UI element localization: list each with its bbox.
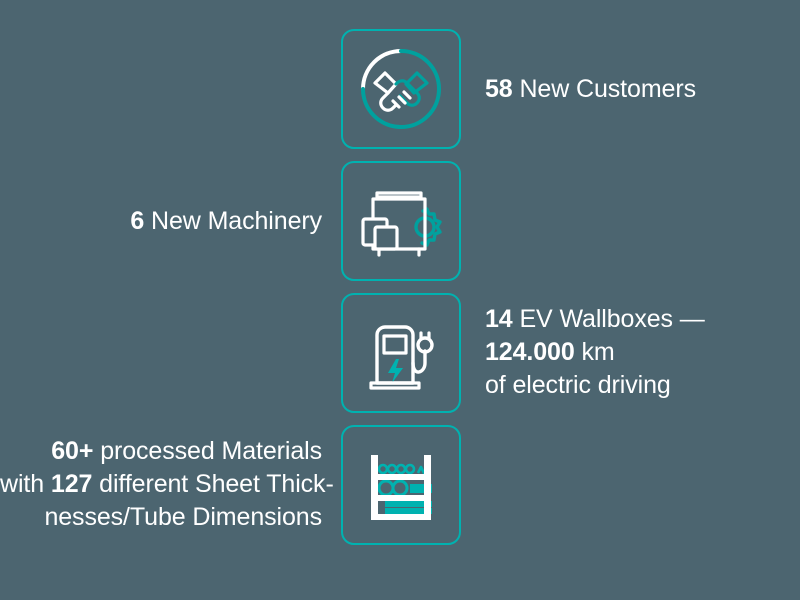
stat-row-new-customers: 58 New Customers xyxy=(0,25,800,153)
stat-number: 58 xyxy=(485,75,513,103)
stat-row-processed-materials: 60+ processed Materials with 127 differe… xyxy=(0,421,800,549)
stat-text-new-machinery: 6 New Machinery xyxy=(0,205,322,238)
ev-charging-station-icon xyxy=(369,325,434,390)
stat-label: New Machinery xyxy=(144,207,322,235)
stat-label: of electric driving xyxy=(485,371,671,399)
stat-number: 127 xyxy=(50,470,93,498)
icon-tile-ev-charger xyxy=(341,293,461,413)
handshake-icon xyxy=(361,49,442,130)
stat-text-processed-materials: 60+ processed Materials with 127 differe… xyxy=(0,435,334,534)
stat-label: km xyxy=(574,338,615,366)
stat-row-new-machinery: 6 New Machinery xyxy=(0,157,800,285)
material-rack-icon xyxy=(371,455,432,520)
stat-label: New Customers xyxy=(512,75,696,103)
icon-tile-machinery xyxy=(341,161,461,281)
stat-text-new-customers: 58 New Customers xyxy=(485,73,797,106)
stat-line: 6 New Machinery xyxy=(0,205,322,238)
lightning-bolt-icon xyxy=(388,359,403,383)
stat-line: 124.000 km xyxy=(485,336,797,369)
stat-line: 60+ processed Materials xyxy=(0,435,322,468)
stat-line: nesses/Tube Dimensions xyxy=(0,501,322,534)
stat-number: 6 xyxy=(130,207,145,235)
stat-label-pre: with xyxy=(0,470,51,498)
stat-label: nesses/Tube Dimensions xyxy=(44,503,322,531)
icon-tile-material-rack xyxy=(341,425,461,545)
stat-line: 14 EV Wallboxes — xyxy=(485,303,797,336)
machine-gear-icon xyxy=(361,191,442,257)
stat-number: 14 xyxy=(485,305,513,333)
stat-number: 124.000 xyxy=(485,338,575,366)
stat-row-ev-wallboxes: 14 EV Wallboxes — 124.000 km of electric… xyxy=(0,289,800,417)
stat-label: different Sheet Thick- xyxy=(92,470,334,498)
stat-number: 60+ xyxy=(51,437,94,465)
icon-tile-handshake xyxy=(341,29,461,149)
stat-label: processed Materials xyxy=(93,437,322,465)
stat-line: with 127 different Sheet Thick- xyxy=(0,468,334,501)
stat-line: of electric driving xyxy=(485,369,797,402)
gear-icon xyxy=(414,207,442,247)
stat-line: 58 New Customers xyxy=(485,73,797,106)
stat-text-ev-wallboxes: 14 EV Wallboxes — 124.000 km of electric… xyxy=(485,303,797,402)
stat-label: EV Wallboxes — xyxy=(512,305,705,333)
